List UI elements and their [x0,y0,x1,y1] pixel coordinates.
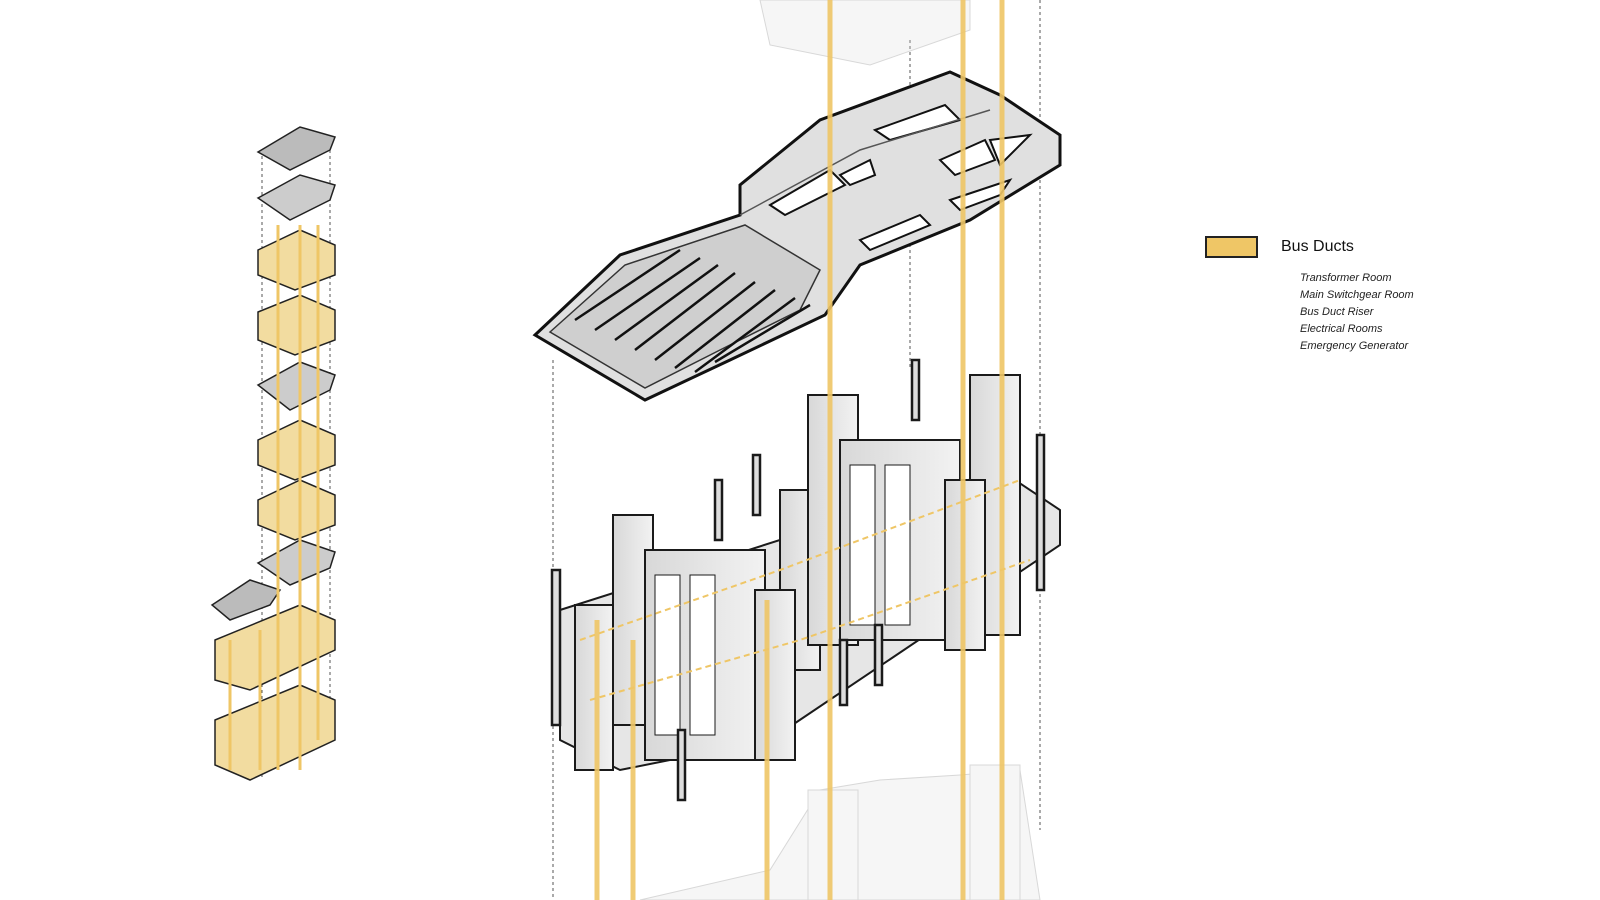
legend-item: Electrical Rooms [1300,323,1383,335]
legend-title: Bus Ducts [1281,238,1354,255]
bus-duct-swatch [1205,236,1258,258]
main-floor-block [550,358,1061,802]
upper-level-faded [759,0,971,66]
legend-item: Emergency Generator [1300,340,1409,352]
lower-level-faded [639,764,1041,900]
legend-items: Transformer Room Main Switchgear Room Bu… [1300,270,1414,355]
bus-duct-horizontal [579,479,1031,701]
legend-item: Main Switchgear Room [1300,289,1414,301]
roof-truss-plate [532,70,1062,402]
overview-stack [210,126,336,781]
legend-item: Bus Duct Riser [1300,306,1374,318]
legend-item: Transformer Room [1300,272,1392,284]
